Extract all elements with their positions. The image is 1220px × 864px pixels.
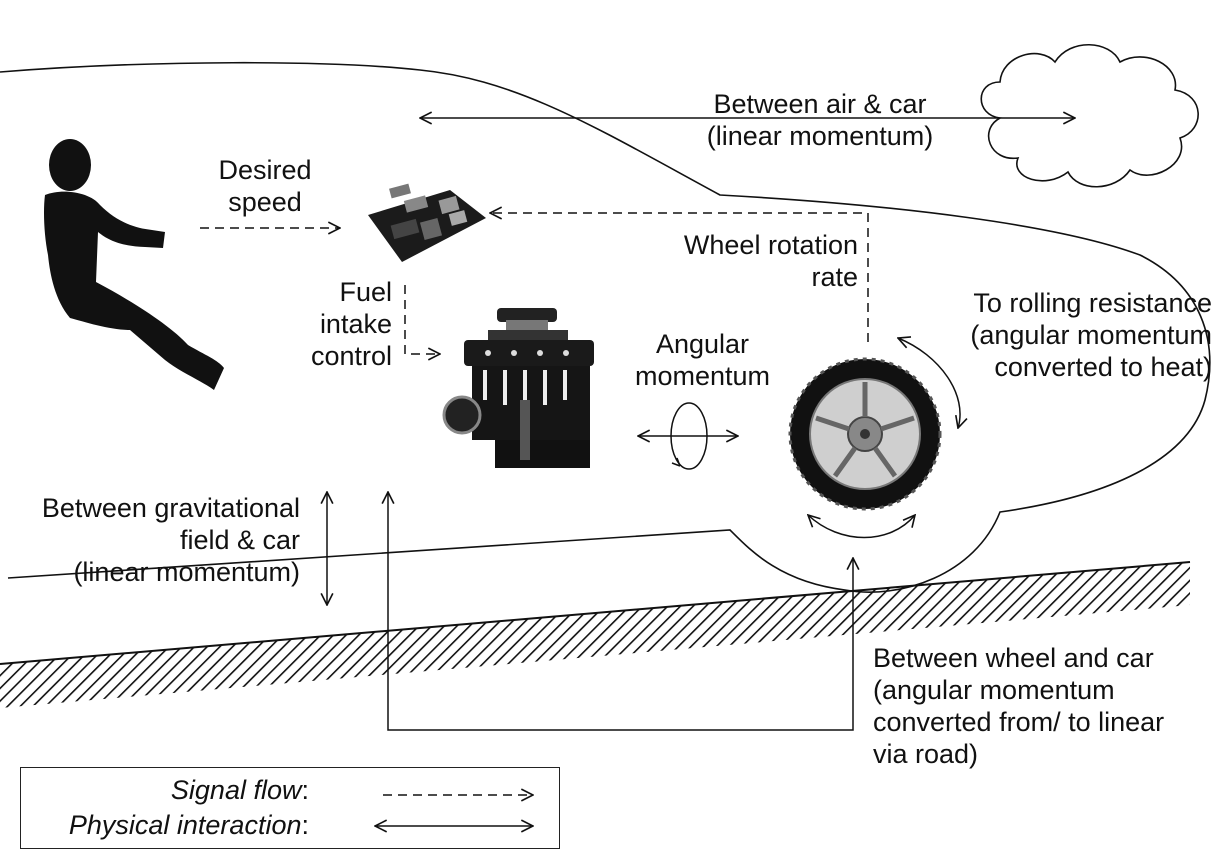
fuel-line1: Fuel: [339, 277, 392, 307]
controller-board-icon: [368, 183, 486, 262]
wheel-icon: [788, 357, 942, 511]
wheel-rate-line2: rate: [811, 262, 858, 292]
wheel-rate-arrow: [490, 213, 869, 342]
road-hatching: [0, 562, 1190, 708]
gravity-line2: field & car: [179, 525, 300, 555]
gravity-label: Between gravitational field & car (linea…: [0, 492, 300, 588]
angular-line1: Angular: [655, 329, 750, 359]
fuel-control-arrow: [404, 285, 440, 354]
gravity-line1: Between gravitational: [41, 493, 300, 523]
air-label: Between air & car (linear momentum): [660, 88, 980, 152]
wheel-car-line4: via road): [873, 739, 979, 769]
wheel-car-line2: (angular momentum: [873, 675, 1115, 705]
desired-speed-label: Desired speed: [195, 154, 335, 218]
rolling-line1: To rolling resistance: [973, 288, 1212, 318]
angular-line2: momentum: [634, 361, 771, 391]
fuel-line3: control: [310, 341, 392, 371]
rolling-resistance-arrow: [898, 338, 960, 428]
legend-physical-text: Physical interaction: [68, 810, 302, 840]
air-label-line2: (linear momentum): [706, 121, 934, 151]
legend-box: Signal flow: Physical interaction:: [20, 767, 560, 849]
rolling-line2: (angular momentum: [970, 320, 1212, 350]
fuel-label: Fuel intake control: [270, 276, 392, 372]
gravity-line3: (linear momentum): [73, 557, 300, 587]
engine-icon: [442, 308, 594, 468]
driver-icon: [44, 139, 224, 390]
wheel-rate-label: Wheel rotation rate: [640, 229, 858, 293]
legend-signal-text: Signal flow: [170, 775, 302, 805]
rotation-symbol: [670, 402, 708, 470]
road-surface: [0, 561, 1191, 665]
desired-speed-line1: Desired: [218, 155, 312, 185]
legend-signal-label: Signal flow:: [171, 775, 309, 806]
angular-label: Angular momentum: [620, 328, 785, 392]
rolling-label: To rolling resistance (angular momentum …: [930, 287, 1212, 383]
air-label-line1: Between air & car: [713, 89, 927, 119]
wheel-car-line3: converted from/ to linear: [873, 707, 1165, 737]
wheel-car-label: Between wheel and car (angular momentum …: [873, 642, 1213, 770]
cloud-icon: [980, 43, 1199, 188]
wheel-car-connector: [388, 492, 853, 731]
wheel-car-line1: Between wheel and car: [873, 643, 1154, 673]
legend-physical-label: Physical interaction:: [69, 810, 309, 841]
wheel-road-arc: [808, 515, 915, 539]
legend-physical-colon: :: [301, 810, 309, 840]
car-body-outline: [0, 61, 1211, 593]
desired-speed-line2: speed: [228, 187, 302, 217]
legend-signal-colon: :: [301, 775, 309, 805]
rolling-line3: converted to heat): [994, 352, 1212, 382]
fuel-line2: intake: [319, 309, 392, 339]
wheel-rate-line1: Wheel rotation: [683, 230, 858, 260]
